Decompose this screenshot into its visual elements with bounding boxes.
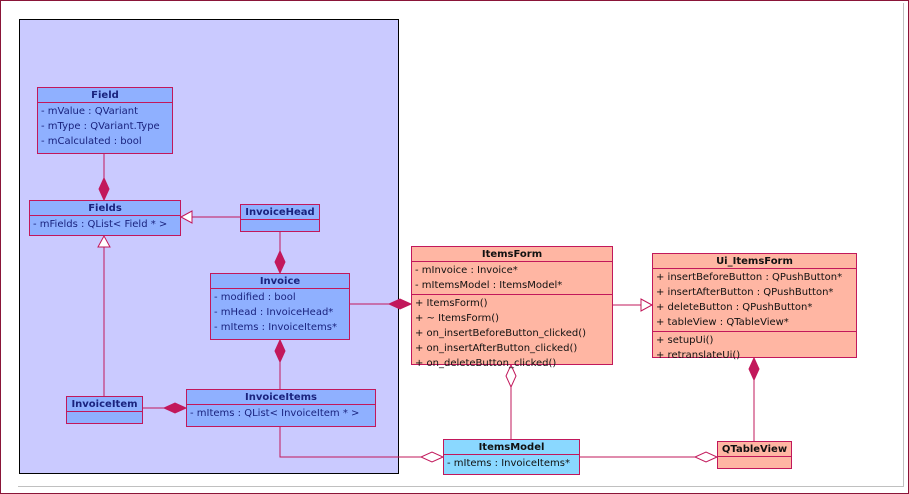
class-invoiceitem[interactable]: InvoiceItem (66, 396, 143, 424)
invoice-diamond-filled (274, 249, 286, 275)
qtableview-diamond-hollow (693, 451, 719, 463)
class-name: QTableView (721, 444, 788, 455)
class-name: ItemsForm (481, 249, 543, 260)
class-field[interactable]: Field - mValue : QVariant - mType : QVar… (37, 87, 173, 154)
operation: + on_insertBeforeButton_clicked() (415, 328, 587, 339)
attribute: - mItems : InvoiceItems* (447, 458, 570, 469)
attributes: - mValue : QVariant - mType : QVariant.T… (38, 102, 172, 150)
attribute: - modified : bool (214, 292, 296, 303)
invoiceitems-diamond-filled (162, 402, 188, 414)
attribute: - mItemsModel : ItemsModel* (415, 280, 563, 291)
attribute: - mCalculated : bool (41, 136, 142, 147)
class-name: ItemsModel (478, 442, 545, 453)
attribute: - mInvoice : Invoice* (415, 265, 518, 276)
class-qtableview[interactable]: QTableView (717, 441, 792, 469)
attribute: + tableView : QTableView* (656, 317, 789, 328)
attribute: - mValue : QVariant (41, 106, 139, 117)
attributes: - mInvoice : Invoice* - mItemsModel : It… (412, 261, 612, 294)
attribute: - mItems : QList< InvoiceItem * > (190, 408, 360, 419)
class-name: Field (91, 90, 119, 101)
class-name: InvoiceItems (244, 392, 318, 403)
attributes: - mItems : QList< InvoiceItem * > (187, 404, 375, 422)
generalization-triangle-3 (640, 298, 654, 312)
operation: + retranslateUi() (656, 350, 741, 361)
itemsform-diamond-hollow (505, 363, 517, 389)
attributes (67, 411, 142, 422)
diagram-inner-frame (18, 3, 904, 487)
attribute: + insertAfterButton : QPushButton* (656, 287, 834, 298)
operations: + ItemsForm() + ~ ItemsForm() + on_inser… (412, 294, 612, 372)
class-itemsmodel[interactable]: ItemsModel - mItems : InvoiceItems* (443, 439, 580, 475)
operation: + ItemsForm() (415, 298, 488, 309)
operation: + on_deleteButton_clicked() (415, 358, 557, 369)
attributes (241, 219, 319, 230)
class-name: Invoice (259, 276, 301, 287)
operation: + setupUi() (656, 335, 714, 346)
class-name: Fields (88, 203, 122, 214)
attributes (718, 456, 791, 467)
class-name: InvoiceHead (245, 207, 315, 218)
class-invoice[interactable]: Invoice - modified : bool - mHead : Invo… (210, 273, 350, 340)
attribute: + deleteButton : QPushButton* (656, 302, 813, 313)
class-invoicehead[interactable]: InvoiceHead (240, 204, 320, 232)
attribute: - mItems : InvoiceItems* (214, 322, 337, 333)
fields-diamond-filled (98, 176, 110, 202)
itemsmodel-invoiceitems-aggregation (279, 427, 443, 458)
attributes: - modified : bool - mHead : InvoiceHead*… (211, 288, 349, 336)
uiitemsform-diamond-filled (748, 356, 760, 382)
attributes: - mFields : QList< Field * > (30, 215, 180, 233)
class-name: Ui_ItemsForm (716, 256, 793, 267)
itemsmodel-diamond-hollow (419, 451, 445, 463)
generalization-triangle-2 (97, 234, 111, 248)
class-itemsform[interactable]: ItemsForm - mInvoice : Invoice* - mItems… (411, 246, 613, 369)
attributes: + insertBeforeButton : QPushButton* + in… (653, 268, 856, 331)
attribute: - mFields : QList< Field * > (33, 219, 168, 230)
attributes: - mItems : InvoiceItems* (444, 454, 579, 472)
attribute: - mType : QVariant.Type (41, 121, 160, 132)
class-ui-itemsform[interactable]: Ui_ItemsForm + insertBeforeButton : QPus… (652, 253, 857, 361)
class-invoiceitems[interactable]: InvoiceItems - mItems : QList< InvoiceIt… (186, 389, 376, 427)
generalization-triangle (179, 210, 193, 224)
class-fields[interactable]: Fields - mFields : QList< Field * > (29, 200, 181, 236)
operation: + on_insertAfterButton_clicked() (415, 343, 578, 354)
class-name: InvoiceItem (71, 399, 138, 410)
operation: + ~ ItemsForm() (415, 313, 500, 324)
attribute: + insertBeforeButton : QPushButton* (656, 272, 843, 283)
invoice-diamond-filled-2 (274, 338, 286, 364)
operations: + setupUi() + retranslateUi() (653, 331, 856, 364)
itemsform-diamond-filled (387, 298, 413, 310)
attribute: - mHead : InvoiceHead* (214, 307, 334, 318)
